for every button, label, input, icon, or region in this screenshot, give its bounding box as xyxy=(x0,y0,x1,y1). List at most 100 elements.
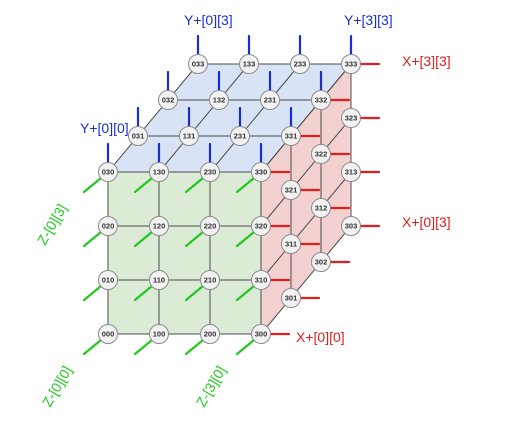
node-circle xyxy=(149,216,169,236)
node: 210 xyxy=(200,270,220,290)
node-label: 333 xyxy=(345,60,358,69)
node-label: 321 xyxy=(285,186,298,195)
node-circle xyxy=(188,54,208,74)
node-label: 312 xyxy=(315,204,328,213)
node-circle xyxy=(281,234,301,254)
node: 033 xyxy=(188,54,208,74)
node-circle xyxy=(341,216,361,236)
node: 100 xyxy=(149,324,169,344)
z-stub xyxy=(235,230,256,248)
node-circle xyxy=(200,270,220,290)
z-stub xyxy=(82,284,103,302)
z-stub xyxy=(82,338,103,356)
node: 230 xyxy=(200,162,220,182)
node: 300 xyxy=(251,324,271,344)
node: 233 xyxy=(290,54,310,74)
node-label: 322 xyxy=(315,150,328,159)
grid-lines xyxy=(107,63,352,335)
node: 331 xyxy=(281,126,301,146)
node-circle xyxy=(281,180,301,200)
node-circle xyxy=(98,270,118,290)
node-label: 020 xyxy=(102,222,115,231)
node: 321 xyxy=(281,180,301,200)
node-label: 110 xyxy=(153,276,165,285)
node-label: 310 xyxy=(255,276,268,285)
node-label: 320 xyxy=(255,222,268,231)
z-stub xyxy=(235,338,256,356)
node-label: 132 xyxy=(213,96,226,105)
z-stub xyxy=(133,176,154,194)
label-y-0-0: Y+[0][0] xyxy=(80,120,129,136)
node-circle xyxy=(281,126,301,146)
node-label: 010 xyxy=(102,276,115,285)
front-face xyxy=(108,172,261,334)
node: 200 xyxy=(200,324,220,344)
node-circle xyxy=(260,90,280,110)
node-circle xyxy=(341,108,361,128)
node: 231 xyxy=(260,90,280,110)
z-stub xyxy=(235,284,256,302)
node-label: 033 xyxy=(192,60,205,69)
z-stub xyxy=(184,284,205,302)
node: 000 xyxy=(98,324,118,344)
node-label: 331 xyxy=(285,132,298,141)
node-label: 300 xyxy=(255,330,268,339)
node: 020 xyxy=(98,216,118,236)
node-label: 231 xyxy=(264,96,277,105)
node-circle xyxy=(251,162,271,182)
cube-faces xyxy=(108,64,351,334)
node: 320 xyxy=(251,216,271,236)
grid-line xyxy=(209,63,301,173)
node-label: 100 xyxy=(153,330,166,339)
node: 310 xyxy=(251,270,271,290)
node-circle xyxy=(98,324,118,344)
node: 333 xyxy=(341,54,361,74)
node-label: 220 xyxy=(204,222,217,231)
node: 311 xyxy=(281,234,301,254)
node-circle xyxy=(311,90,331,110)
node-circle xyxy=(200,216,220,236)
node-label: 302 xyxy=(315,258,328,267)
node-circle xyxy=(209,90,229,110)
node-label: 120 xyxy=(153,222,166,231)
node-circle xyxy=(149,324,169,344)
node: 332 xyxy=(311,90,331,110)
node-circle xyxy=(239,54,259,74)
node-circle xyxy=(149,162,169,182)
node-label: 032 xyxy=(162,96,175,105)
node: 131 xyxy=(179,126,199,146)
node: 133 xyxy=(239,54,259,74)
node-circle xyxy=(251,270,271,290)
node-circle xyxy=(200,324,220,344)
node: 313 xyxy=(341,162,361,182)
node-circle xyxy=(179,126,199,146)
label-z-0-3: Z-[0][3] xyxy=(34,201,70,247)
z-stub xyxy=(133,230,154,248)
node: 322 xyxy=(311,144,331,164)
node-circle xyxy=(98,216,118,236)
node-label: 231 xyxy=(234,132,247,141)
z-stub xyxy=(82,176,103,194)
node-label: 311 xyxy=(285,240,297,249)
label-x-3-3: X+[3][3] xyxy=(402,53,451,69)
node-circle xyxy=(230,126,250,146)
node-label: 332 xyxy=(315,96,328,105)
z-stub xyxy=(184,338,205,356)
label-z-3-0: Z-[3][0] xyxy=(193,363,229,409)
node-circle xyxy=(98,162,118,182)
label-x-0-3: X+[0][3] xyxy=(402,214,451,230)
label-z-0-0: Z-[0][0] xyxy=(39,363,75,409)
node-circle xyxy=(281,288,301,308)
z-stub xyxy=(133,338,154,356)
node: 130 xyxy=(149,162,169,182)
node-label: 301 xyxy=(285,294,298,303)
node: 010 xyxy=(98,270,118,290)
node-label: 133 xyxy=(243,60,256,69)
wraparound-stubs xyxy=(82,34,381,356)
node-label: 233 xyxy=(294,60,307,69)
label-y-0-3: Y+[0][3] xyxy=(184,12,233,28)
node-circle xyxy=(311,198,331,218)
